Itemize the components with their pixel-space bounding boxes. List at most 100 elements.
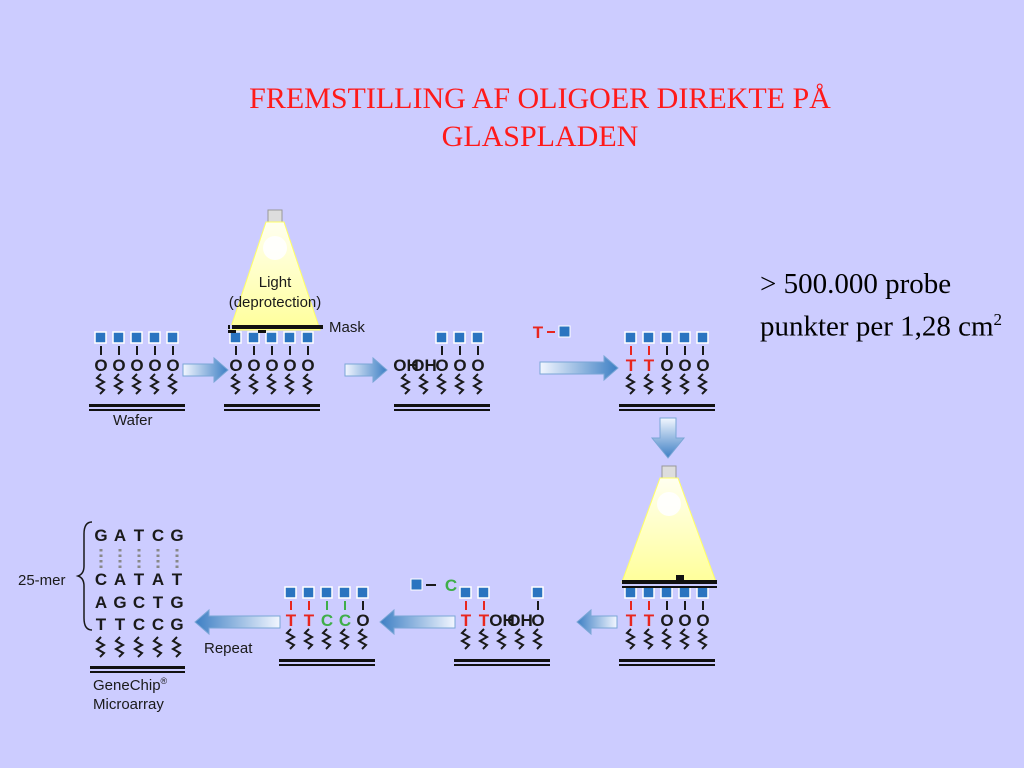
linker-squiggle	[229, 373, 242, 395]
linker-squiggle	[696, 373, 709, 395]
reagent-t-bond	[547, 331, 555, 333]
reagent-c: C	[410, 576, 457, 595]
probe-base: A	[114, 570, 126, 589]
protecting-group	[356, 586, 369, 599]
bond-line	[235, 346, 237, 355]
twenty-five-mer-label: 25-mer	[18, 572, 66, 589]
linker-squiggle	[417, 373, 430, 395]
protecting-group	[283, 331, 296, 344]
bond-line	[702, 601, 704, 610]
protecting-group	[338, 586, 351, 599]
oxygen-site: O	[678, 356, 691, 375]
protecting-group	[678, 331, 691, 344]
oxygen-site: O	[265, 356, 278, 375]
arrow-step-1	[182, 356, 229, 384]
protecting-group	[642, 331, 655, 344]
oxygen-site: O	[247, 356, 260, 375]
thymine-base: T	[479, 611, 490, 630]
linker-squiggle	[696, 628, 709, 650]
bond-line	[118, 346, 120, 355]
probe-ellipsis-dot	[156, 549, 160, 552]
wafer-surface	[89, 409, 185, 411]
bond-line	[308, 601, 310, 610]
linker-squiggle	[113, 636, 126, 658]
repeat-label: Repeat	[204, 640, 253, 657]
probe-ellipsis-dot	[118, 554, 122, 557]
wafer-surface	[454, 664, 550, 666]
probe-base: A	[95, 593, 107, 612]
bond-line	[648, 601, 650, 610]
linker-squiggle	[624, 628, 637, 650]
linker-squiggle	[642, 373, 655, 395]
bond-line	[630, 601, 632, 610]
oxygen-site: O	[301, 356, 314, 375]
protecting-group	[265, 331, 278, 344]
probe-ellipsis-dot	[175, 554, 179, 557]
bond-line	[100, 346, 102, 355]
bond-line	[362, 601, 364, 610]
deprotection-label: (deprotection)	[229, 294, 322, 311]
wafer-surface	[619, 659, 715, 662]
oxygen-site: O	[531, 611, 544, 630]
linker-squiggle	[338, 628, 351, 650]
protecting-group	[678, 586, 691, 599]
linker-squiggle	[471, 373, 484, 395]
light-beam	[229, 221, 321, 331]
bond-line	[290, 601, 292, 610]
linker-squiggle	[356, 628, 369, 650]
oxygen-site: O	[678, 611, 691, 630]
protecting-group	[531, 586, 544, 599]
mask-gap	[258, 330, 266, 333]
mask-bar	[622, 580, 717, 584]
cytosine-base: C	[339, 611, 351, 630]
hydroxyl-group: OH	[411, 356, 437, 375]
linker-squiggle	[247, 373, 260, 395]
wafer-surface	[394, 404, 490, 407]
oxygen-site: O	[148, 356, 161, 375]
sequence-brace	[75, 521, 93, 631]
arrow-step-5	[576, 608, 618, 636]
protecting-group	[696, 331, 709, 344]
bond-line	[253, 346, 255, 355]
protecting-group	[696, 586, 709, 599]
oxygen-site: O	[471, 356, 484, 375]
probe-ellipsis-dot	[156, 560, 160, 563]
wafer-surface	[279, 659, 375, 662]
linker-squiggle	[660, 628, 673, 650]
linker-squiggle	[283, 373, 296, 395]
oxygen-site: O	[229, 356, 242, 375]
protecting-group	[660, 586, 673, 599]
protecting-group	[112, 331, 125, 344]
reagent-c-protecting-group	[410, 578, 423, 591]
protecting-group	[459, 586, 472, 599]
linker-squiggle	[435, 373, 448, 395]
probe-density-superscript: 2	[993, 310, 1003, 329]
microarray-label: Microarray	[93, 696, 164, 713]
probe-ellipsis-dot	[118, 560, 122, 563]
linker-squiggle	[399, 373, 412, 395]
bond-line	[344, 601, 346, 610]
linker-squiggle	[459, 628, 472, 650]
probe-base: A	[152, 570, 164, 589]
bond-line	[289, 346, 291, 355]
linker-squiggle	[453, 373, 466, 395]
protecting-group	[642, 586, 655, 599]
oxygen-site: O	[283, 356, 296, 375]
linker-squiggle	[112, 373, 125, 395]
light-source-bottom	[621, 465, 717, 583]
oxygen-site: O	[130, 356, 143, 375]
reagent-t-base: T	[533, 323, 544, 342]
oxygen-site: O	[696, 611, 709, 630]
probe-base: T	[96, 615, 107, 634]
linker-squiggle	[130, 373, 143, 395]
bond-line	[136, 346, 138, 355]
bond-line	[271, 346, 273, 355]
mask-top	[228, 325, 323, 333]
